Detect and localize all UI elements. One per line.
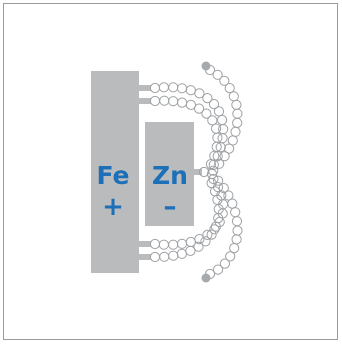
chain-bottom-3-bead-5 (231, 234, 242, 245)
chain-bottom-1-bead-0 (149, 238, 161, 250)
chain-bottom-1-bead-3 (176, 238, 188, 249)
chain-bottom-3-bead-13 (206, 168, 218, 180)
chain-top-2-bead-3 (177, 97, 188, 108)
chain-top-1-bead-2 (168, 82, 179, 93)
chain-top-2-bead-6 (201, 108, 212, 119)
zinc-terminal (194, 169, 202, 175)
iron-sign-label: + (102, 192, 124, 222)
chain-bottom-2-bead-5 (193, 241, 204, 252)
chain-bottom-3-bead-8 (230, 207, 241, 218)
chain-bottom-2-bead-3 (176, 248, 187, 259)
chain-bottom-1-bead-2 (168, 239, 179, 250)
chain-top-1-bead-9 (217, 114, 228, 126)
chain-end-dot-top (201, 61, 211, 71)
chain-top-2-bead-9 (212, 132, 223, 143)
chain-bottom-3-bead-11 (218, 183, 229, 194)
chain-bottom-3-bead-7 (231, 216, 243, 227)
chain-bottom-3-bead-4 (229, 243, 240, 254)
chain-top-3-bead-6 (232, 108, 243, 119)
chain-bottom-2-bead-4 (185, 245, 196, 256)
chain-bottom-2-bead-1 (159, 251, 170, 262)
chain-top-2-bead-5 (194, 103, 205, 114)
zinc-electrode (145, 122, 194, 226)
chain-top-2-bead-8 (211, 123, 222, 134)
chain-bottom-3-bead-2 (219, 258, 230, 269)
chain-top-2-bead-1 (159, 95, 170, 106)
chain-top-3-bead-3 (224, 83, 235, 94)
chain-bottom-1-bead-5 (194, 234, 205, 245)
chain-bottom-3-bead-6 (232, 225, 243, 236)
chain-top-3-bead-4 (228, 91, 239, 102)
chain-bottom-3-bead-3 (225, 251, 236, 262)
chain-top-2-bead-0 (149, 95, 161, 107)
chain-top-2-bead-4 (185, 99, 196, 111)
iron-terminal-top-2 (139, 98, 151, 104)
chain-bottom-3-bead-12 (213, 175, 224, 186)
chain-top-1-bead-7 (208, 99, 220, 110)
chain-bottom-1-bead-6 (202, 229, 213, 240)
iron-terminal-bottom-1 (139, 241, 151, 247)
chain-top-2-bead-2 (168, 96, 179, 107)
chain-top-3-bead-10 (224, 143, 235, 154)
iron-electrode (91, 71, 139, 273)
chain-top-3-bead-2 (219, 75, 230, 86)
electron-chains (149, 64, 243, 280)
chain-top-3-bead-7 (232, 117, 243, 129)
iron-terminal-top-1 (139, 85, 151, 91)
chain-top-1-bead-3 (176, 83, 188, 94)
chain-top-1-bead-12 (215, 142, 226, 153)
iron-symbol-label: Fe (96, 161, 129, 190)
chain-bottom-2-bead-6 (200, 236, 211, 247)
chain-top-3-bead-11 (219, 151, 230, 162)
chain-bottom-2-bead-0 (149, 251, 161, 263)
chain-bottom-2-bead-7 (206, 229, 217, 240)
chain-bottom-1-bead-7 (209, 224, 220, 235)
chain-top-1-bead-5 (194, 88, 205, 99)
chain-bottom-3-bead-9 (227, 198, 238, 209)
chain-top-2-bead-12 (205, 159, 216, 170)
chain-top-2-bead-7 (207, 115, 218, 126)
chain-top-3-bead-12 (214, 158, 225, 169)
zinc-symbol-label: Zn (152, 161, 188, 190)
zinc-sign-label: – (164, 192, 177, 222)
chain-top-1-bead-8 (213, 106, 225, 117)
chain-bottom-3-bead-1 (212, 264, 224, 275)
chain-end-dot-bottom (201, 273, 211, 283)
chain-bottom-2-bead-2 (168, 250, 179, 261)
chain-top-1-bead-4 (185, 85, 196, 96)
chain-bottom-3-bead-10 (223, 190, 234, 201)
chain-top-1-bead-6 (202, 93, 213, 104)
chain-top-3-bead-8 (230, 126, 241, 137)
chain-top-1-bead-1 (158, 82, 169, 93)
chain-top-1-bead-0 (149, 82, 161, 94)
chain-zinc-bead-0 (198, 166, 210, 178)
iron-terminal-bottom-2 (139, 254, 151, 260)
chain-bottom-1-bead-1 (158, 239, 169, 250)
chain-top-3-bead-1 (212, 69, 223, 80)
chain-top-3-bead-5 (231, 99, 242, 111)
